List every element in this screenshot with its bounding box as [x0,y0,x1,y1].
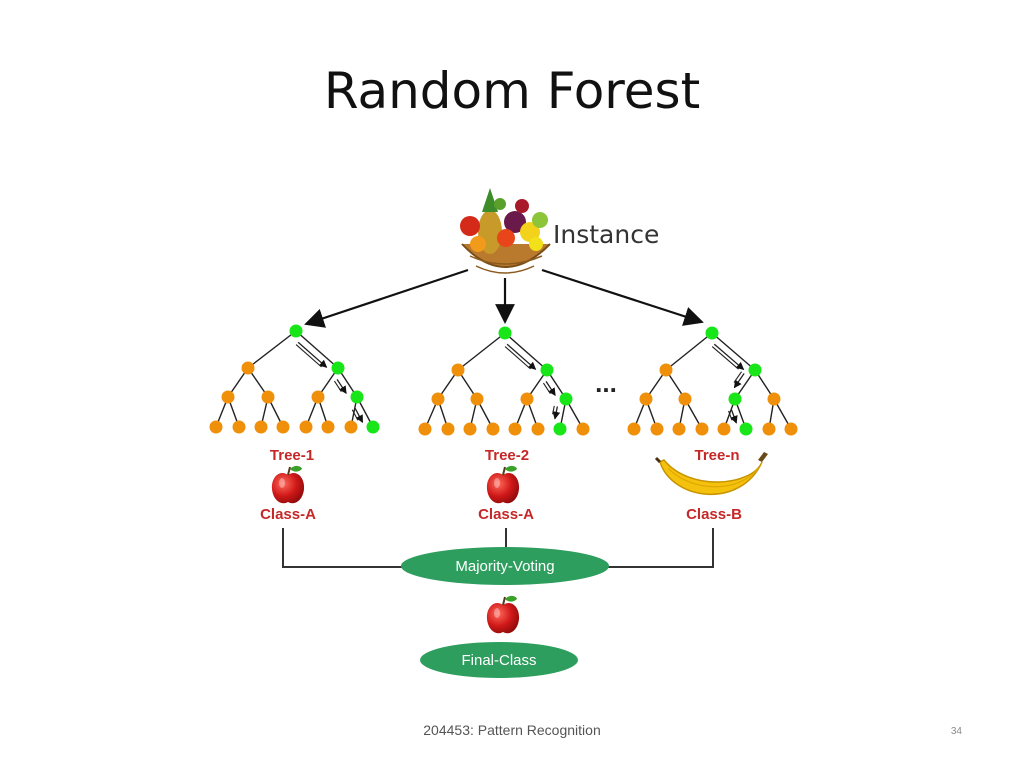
tree-1-node [261,390,275,404]
banana-icon [654,452,768,496]
tree-2-label: Tree-2 [485,447,529,464]
tree-n-path-arrow [711,346,739,370]
arrow-to-tree-1 [304,268,469,328]
voting-connectors [282,528,714,568]
arrow-to-tree-n [541,268,704,326]
tree-n-leaf-node [695,422,709,436]
tree-n-leaf-node [672,422,686,436]
tree-2-root-node [498,326,512,340]
tree-n-root-node [705,326,719,340]
page-number: 34 [950,726,962,737]
tree-2-path-arrow [545,381,556,396]
tree-2-path-arrow [504,346,531,370]
tree-1-path-arrow [297,341,328,368]
tree-2-leaf-node [441,422,455,436]
tree-1-class-label: Class-A [260,506,316,523]
instance-label: Instance [553,220,659,249]
tree-2-edge [457,332,506,371]
tree-2-node [559,392,573,406]
tree-n-leaf-node [762,422,776,436]
majority-voting-node [401,547,609,585]
tree-1-leaf-node [209,420,223,434]
tree-2-class-label: Class-A [478,506,534,523]
tree-1-node [350,390,364,404]
apple-icon [271,465,305,504]
tree-2-leaf-node [531,422,545,436]
tree-n-edge [711,332,756,371]
tree-2-leaf-node [486,422,500,436]
apple-icon [486,465,520,504]
ellipsis-text: ... [595,368,617,398]
tree-1-leaf-node [366,420,380,434]
slide-title: Random Forest [323,62,701,120]
footer-course-label: 204453: Pattern Recognition [423,722,601,738]
tree-1-leaf-node [232,420,246,434]
tree-1-leaf-node [276,420,290,434]
fruit-basket-icon [460,188,551,274]
tree-n-path-arrow [733,371,742,383]
tree-1-root-node [289,324,303,338]
tree-n-node [748,363,762,377]
tree-n-leaf-node [739,422,753,436]
tree-1-edge [247,330,297,369]
tree-2-edge [504,332,548,371]
tree-n-path-arrow [730,409,738,424]
tree-n-node [767,392,781,406]
tree-1-path-arrow [354,407,364,424]
tree-1-label: Tree-1 [270,447,314,464]
tree-2-path-arrow [552,406,561,420]
tree-n-path-arrow [728,410,733,421]
tree-n-path-arrow [713,343,745,370]
final-class-label: Final-Class [461,652,536,669]
tree-2-leaf-node [508,422,522,436]
apple-icon [486,595,520,634]
tree-1-node [311,390,325,404]
tree-n-label: Tree-n [694,447,739,464]
tree-1-leaf-node [321,420,335,434]
tree-n-node [639,392,653,406]
tree-n-node [728,392,742,406]
tree-1-leaf-node [344,420,358,434]
tree-n-edge [665,332,713,371]
tree-1-leaf-node [299,420,313,434]
tree-n-leaf-node [627,422,641,436]
tree-2-node [451,363,465,377]
tree-1-edge [295,330,339,369]
tree-1-node [331,361,345,375]
tree-n-leaf-node [717,422,731,436]
instance-arrows [304,268,704,328]
tree-2-node [431,392,445,406]
tree-2-leaf-node [553,422,567,436]
tree-2-leaf-node [463,422,477,436]
tree-2-node [520,392,534,406]
tree-n-class-label: Class-B [686,506,742,523]
tree-2-path-arrow [506,343,537,370]
tree-1-path-arrow [333,380,342,392]
tree-n-path-arrow [733,373,745,389]
tree-n-leaf-node [650,422,664,436]
tree-2-path-arrow [552,405,555,415]
tree-2-node [540,363,554,377]
tree-2-path-arrow [542,382,551,394]
tree-2-leaf-node [576,422,590,436]
tree-1-leaf-node [254,420,268,434]
tree-1-path-arrow [336,379,347,394]
tree-n-node [659,363,673,377]
final-class-node [420,642,578,678]
tree-n-leaf-node [784,422,798,436]
tree-n-node [678,392,692,406]
majority-voting-label: Majority-Voting [455,558,554,575]
tree-2-leaf-node [418,422,432,436]
tree-1-node [221,390,235,404]
tree-1-node [241,361,255,375]
tree-1-path-arrow [351,409,359,421]
tree-1-path-arrow [295,344,322,368]
decision-trees [209,324,798,436]
tree-2-node [470,392,484,406]
